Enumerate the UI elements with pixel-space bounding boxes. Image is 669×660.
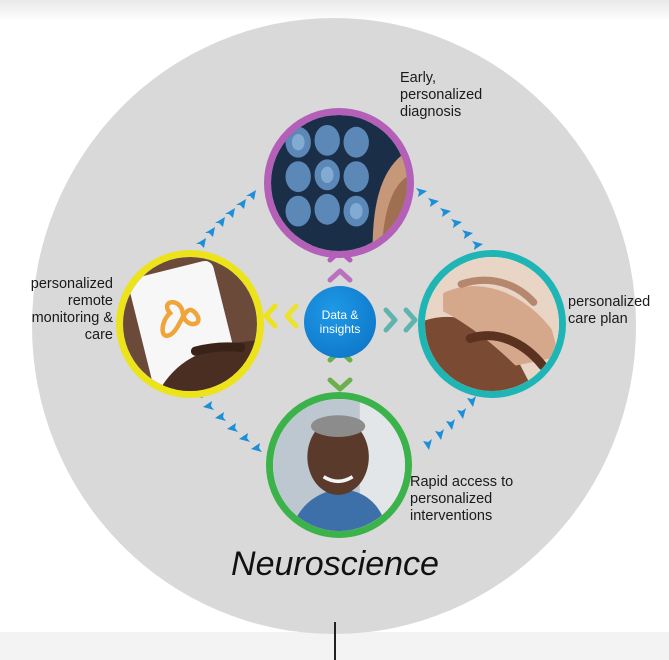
smartphone-app-image [116,250,264,398]
label-remote-monitoring: personalized remote monitoring & care [30,276,113,343]
arrows-top-to-right [416,188,483,250]
arrows-left-to-top [196,190,256,248]
top-band [0,0,669,22]
smiling-man-image [266,392,412,538]
label-care-plan: personalized care plan [568,294,651,327]
diagram-title: Neuroscience [231,545,439,583]
brain-scan-image [264,108,414,258]
data-insights-hub: Data & insights [304,286,376,358]
chevrons-right [383,307,418,333]
holding-hands-image [418,250,566,398]
chevrons-left [263,303,299,329]
label-rapid-access: Rapid access to personalized interventio… [410,474,514,524]
arrows-bottom-to-left [192,389,262,452]
label-early-diagnosis: Early, personalized diagnosis [400,70,483,120]
connector-line [334,622,336,660]
